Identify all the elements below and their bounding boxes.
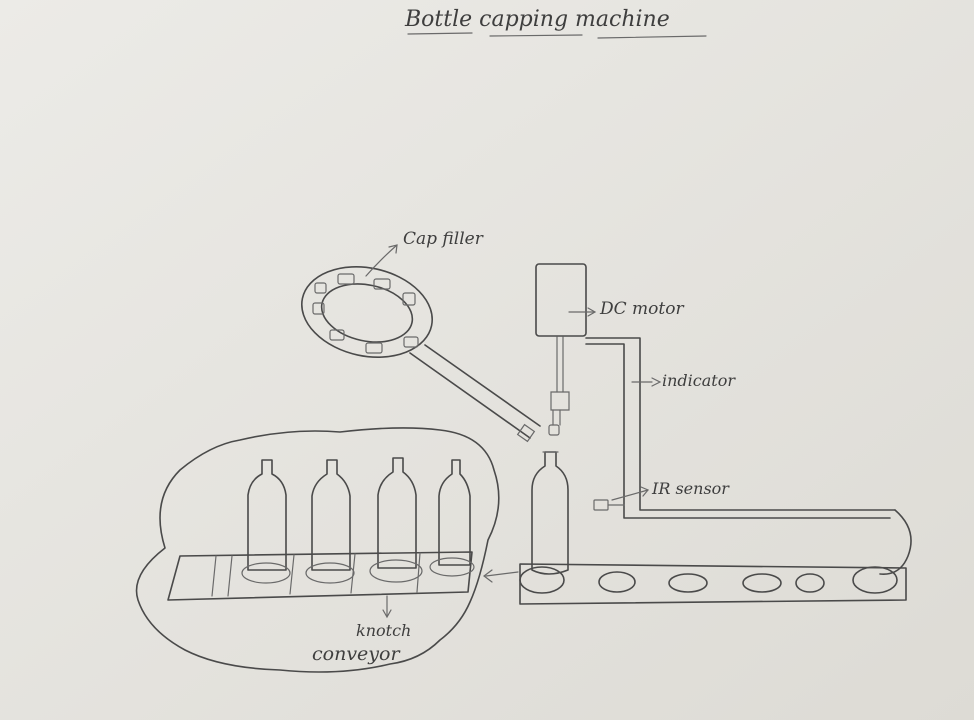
label-ir-sensor: IR sensor (651, 479, 730, 498)
label-dc-motor: DC motor (599, 299, 684, 319)
label-cap-filler: Cap filler (403, 229, 484, 249)
label-knotch: knotch (356, 621, 411, 640)
diagram-title: Bottle capping machine (404, 7, 670, 32)
label-conveyor: conveyor (312, 643, 401, 665)
label-indicator: indicator (662, 371, 736, 390)
